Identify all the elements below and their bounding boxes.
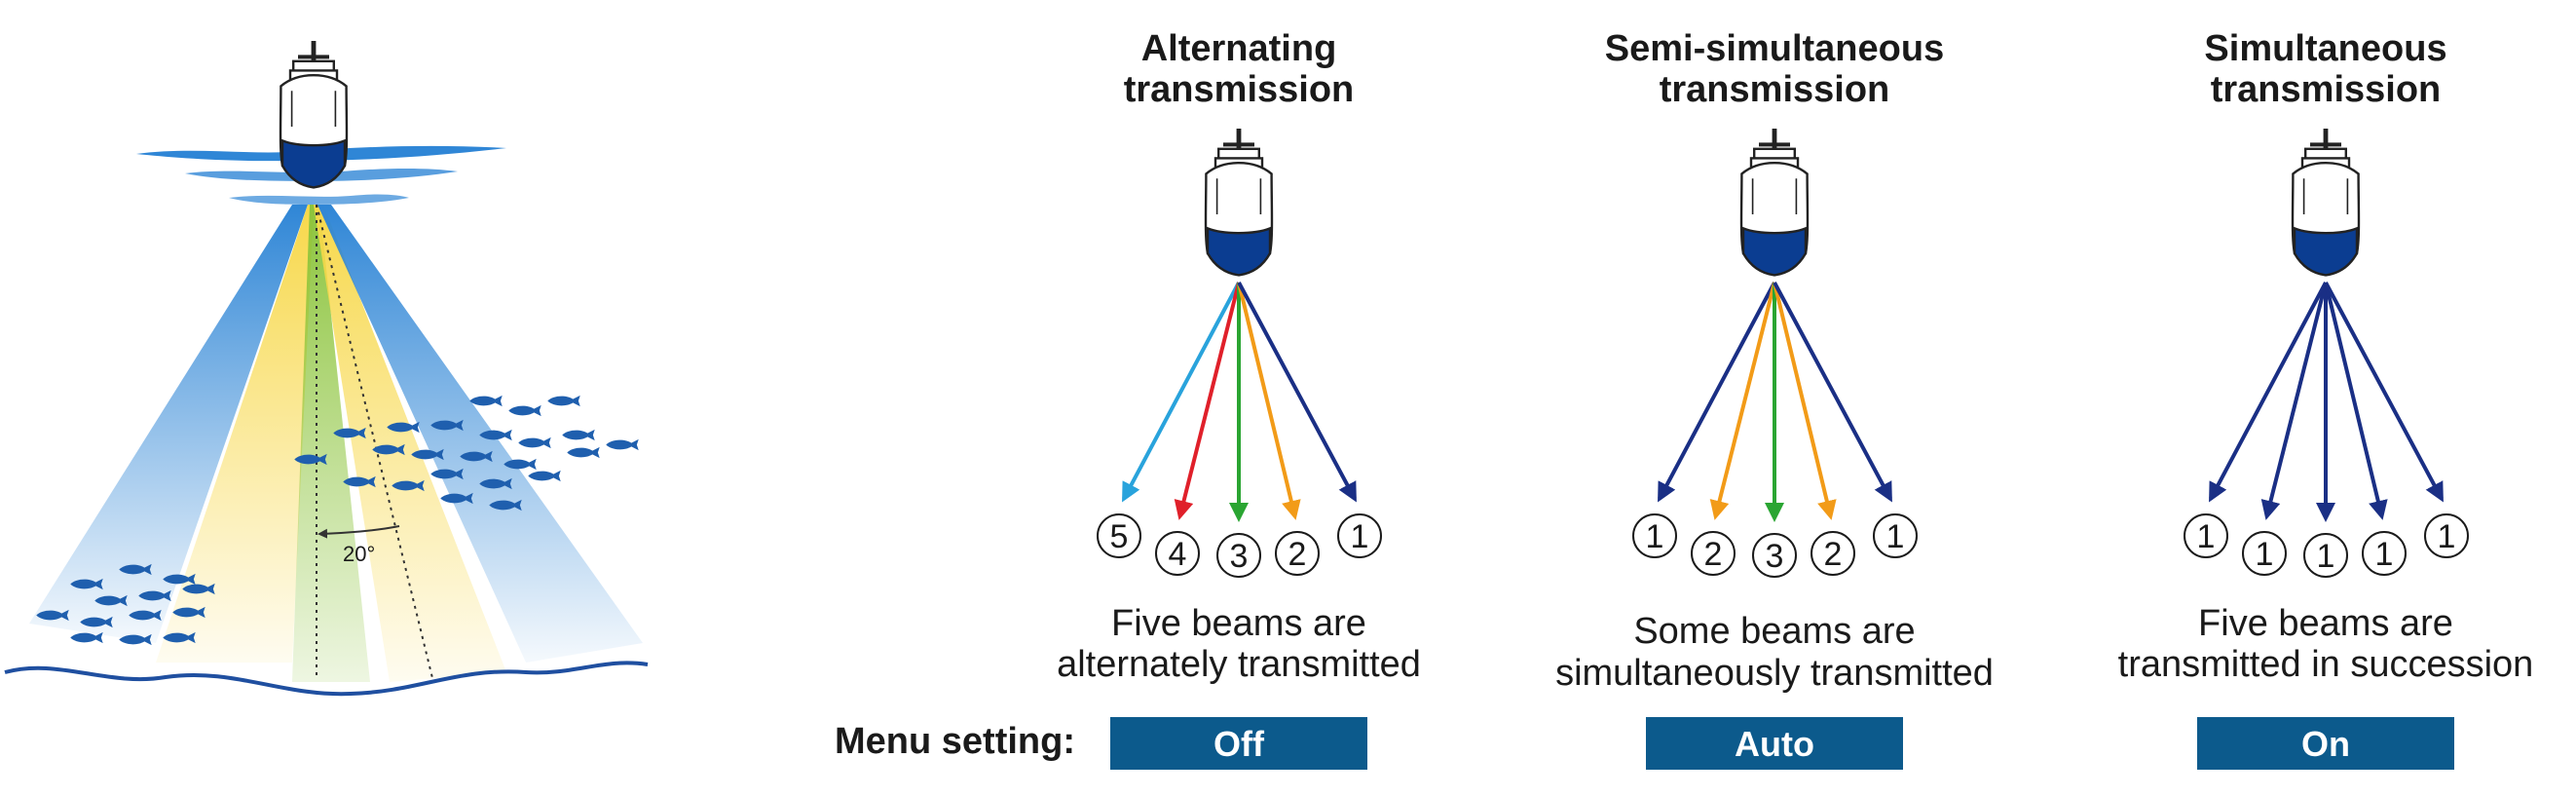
beam-arrow: [2260, 282, 2328, 520]
beam-arrow: [1773, 282, 1892, 503]
beam-number: 1: [1886, 518, 1905, 555]
beam-arrow: [1773, 282, 1837, 520]
seabed-line: [4, 661, 649, 697]
beam-number-circle: [1216, 533, 1261, 578]
beam-left-yellow: [156, 205, 314, 663]
mode-description-line2: simultaneously transmitted: [1555, 653, 1994, 694]
main-ship-icon: [279, 41, 349, 189]
beam-number: 1: [2197, 518, 2216, 555]
angle-arc: [317, 525, 400, 539]
beam-number: 2: [1288, 536, 1307, 573]
beam-number: 1: [2375, 536, 2394, 573]
mode-title-line2-semi-simultaneous: transmission: [1660, 69, 1890, 110]
beam-number-circle: [1337, 513, 1382, 558]
setting-button-label: On: [2301, 724, 2350, 764]
mode-description: Some beams are: [1633, 611, 1915, 652]
beam-number: 1: [2438, 518, 2456, 555]
mode-description: Five beams are: [2198, 603, 2453, 644]
beam-number-circle: [1155, 531, 1200, 576]
beam-number-circle: [1873, 513, 1918, 558]
mode-description: Five beams are: [1111, 603, 1366, 644]
beam-arrow: [1237, 282, 1301, 520]
beam-left-blue: [29, 205, 308, 643]
beam-number-circle: [1752, 533, 1797, 578]
beam-number: 1: [2317, 538, 2335, 575]
beam-number-circle: [2184, 513, 2228, 558]
beam-number: 1: [1351, 518, 1369, 555]
beam-number-circle: [2424, 513, 2469, 558]
beam-number-circle: [2303, 533, 2348, 578]
setting-button-label: Off: [1213, 724, 1265, 764]
mode-description-line2: transmitted in succession: [2118, 644, 2534, 685]
mode-title-semi-simultaneous: Semi-simultaneous: [1605, 28, 1944, 69]
ship-icon: [1739, 129, 1810, 277]
menu-setting-label: Menu setting:: [835, 721, 1075, 762]
beam-number: 3: [1766, 538, 1784, 575]
beam-arrow: [1174, 282, 1241, 520]
beam-number-circle: [1097, 513, 1141, 558]
beam-number: 3: [1230, 538, 1249, 575]
beam-number-circle: [1691, 531, 1736, 576]
beam-number-circle: [1632, 513, 1677, 558]
setting-button-on[interactable]: [2197, 717, 2454, 770]
angle-label: 20°: [343, 542, 375, 566]
beam-arrow: [2209, 282, 2328, 503]
beam-number: 4: [1169, 536, 1187, 573]
beam-right-yellow: [314, 205, 506, 682]
beam-number-circle: [1811, 531, 1855, 576]
beam-arrow: [1237, 282, 1357, 503]
beam-arrow: [1709, 282, 1776, 520]
beam-right-blue: [317, 205, 643, 663]
beam-center-green: [292, 205, 370, 682]
beam-number: 5: [1110, 518, 1129, 555]
mode-title-line2-alternating: transmission: [1124, 69, 1355, 110]
beam-number-circle: [2362, 531, 2407, 576]
beam-number: 2: [1704, 536, 1723, 573]
setting-button-off[interactable]: [1110, 717, 1367, 770]
mode-title-line2-simultaneous: transmission: [2211, 69, 2442, 110]
beam-arrow: [1122, 282, 1241, 503]
beam-arrow: [2324, 282, 2388, 520]
mode-description-line2: alternately transmitted: [1057, 644, 1421, 685]
beam-arrow: [2324, 282, 2444, 503]
beam-number: 1: [1646, 518, 1664, 555]
ship-icon: [1204, 129, 1274, 277]
beam-number-circle: [1275, 531, 1320, 576]
beam-number-circle: [2242, 531, 2287, 576]
mode-title-alternating: Alternating: [1141, 28, 1337, 69]
beam-number: 2: [1824, 536, 1843, 573]
setting-button-auto[interactable]: [1646, 717, 1903, 770]
setting-button-label: Auto: [1735, 724, 1814, 764]
ship-icon: [2291, 129, 2361, 277]
mode-title-simultaneous: Simultaneous: [2204, 28, 2446, 69]
beam-arrow: [1658, 282, 1776, 503]
beam-fan-illustration: 20°: [4, 41, 649, 697]
beam-number: 1: [2256, 536, 2274, 573]
